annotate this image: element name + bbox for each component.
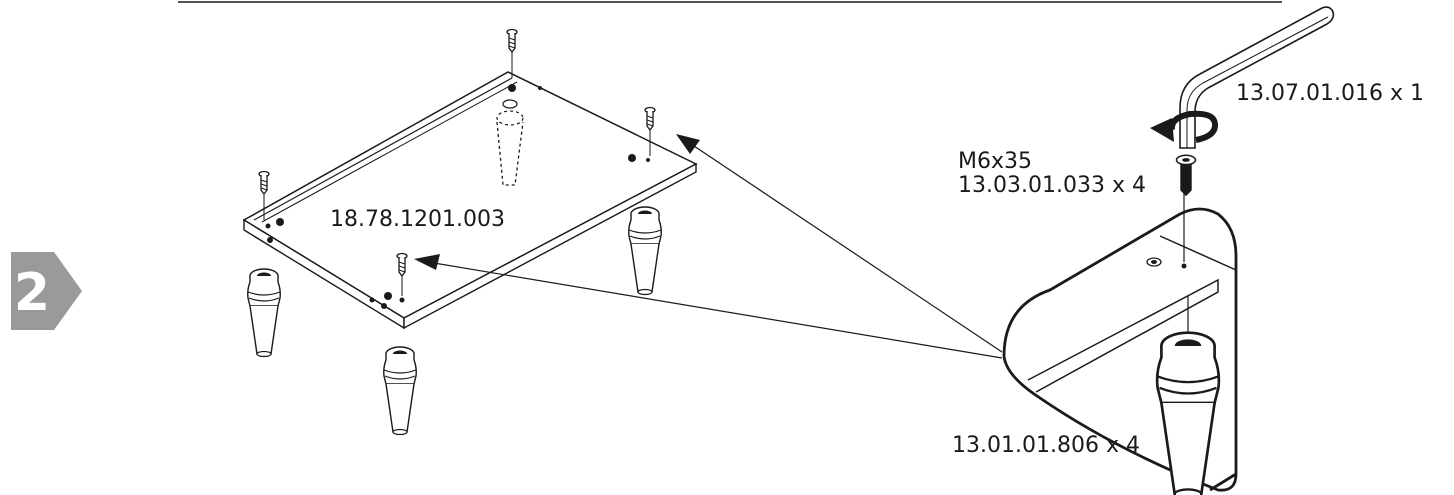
panel-part-label: 18.78.1201.003 — [330, 207, 505, 232]
rotate-arrow-icon — [1150, 110, 1219, 143]
base-panel — [242, 71, 698, 330]
pointer-arrows — [414, 134, 1003, 359]
screw-icon — [258, 28, 656, 296]
screw-size-label: M6x35 — [958, 149, 1032, 174]
step-number: 2 — [14, 263, 50, 323]
hex-key-label: 13.07.01.016 x 1 — [1236, 81, 1424, 106]
detail-callout — [1002, 192, 1238, 495]
screw-code-label: 13.03.01.033 x 4 — [958, 173, 1146, 198]
leg-code-label: 13.01.01.806 x 4 — [952, 433, 1140, 458]
allen-key-icon — [1179, 6, 1335, 149]
step-badge-shape — [11, 252, 82, 330]
screw-icon — [1175, 154, 1197, 197]
step-badge: 2 — [11, 252, 82, 330]
